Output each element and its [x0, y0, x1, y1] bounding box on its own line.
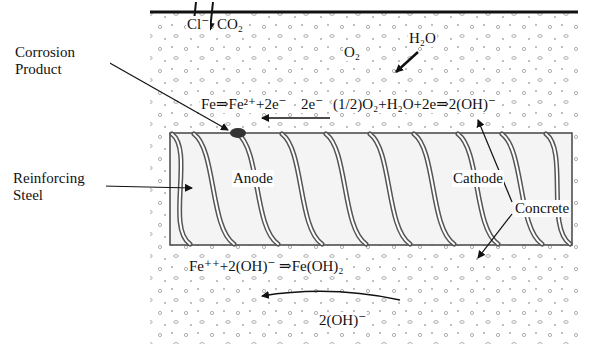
rebar-rib	[326, 134, 366, 244]
rebar-rib	[172, 134, 190, 244]
rebar-rib	[414, 134, 454, 244]
ion-label: Cl⁻	[186, 16, 210, 33]
anode-reaction: Fe⇒Fe²⁺+2e⁻	[200, 96, 288, 113]
part-label: Corrosion Product	[14, 44, 110, 78]
part-label: Concrete	[514, 200, 570, 217]
rebar-ribs	[172, 134, 570, 244]
electron-label: 2e⁻	[300, 96, 324, 113]
rebar-rib	[172, 134, 190, 244]
gas-label: O₂	[343, 44, 361, 61]
hydroxide-label: 2(OH)⁻	[318, 312, 367, 329]
leader-line	[478, 214, 512, 258]
rebar-rib	[282, 134, 322, 244]
hydroxide-flow-arrow	[262, 291, 400, 300]
rebar-rib	[194, 134, 234, 244]
concrete-surface	[150, 11, 578, 14]
water-label: H₂O	[408, 30, 437, 47]
rebar-rib	[326, 134, 366, 244]
region-label: Anode	[232, 170, 274, 187]
concrete-body	[150, 12, 578, 344]
rebar-rib	[370, 134, 410, 244]
rebar-rib	[502, 134, 542, 244]
rebar-body	[170, 133, 572, 245]
rebar-rib	[370, 134, 410, 244]
rebar-rib	[546, 134, 570, 244]
product-reaction: Fe⁺⁺+2(OH)⁻ ⇒Fe(OH)₂	[188, 258, 345, 275]
part-label: Reinforcing Steel	[12, 170, 106, 204]
rebar-rib	[458, 134, 498, 244]
ion-label: CO₂	[216, 16, 244, 33]
rebar-rib	[194, 134, 234, 244]
rebar-rib	[238, 134, 278, 244]
corrosion-product-spot	[230, 128, 246, 138]
electron-flow-arrow	[262, 117, 330, 119]
rebar-rib	[238, 134, 278, 244]
rebar-rib	[546, 134, 570, 244]
leader-line	[478, 120, 512, 202]
leader-line	[102, 186, 192, 188]
rebar-rib	[502, 134, 542, 244]
ingress-arrow	[210, 2, 213, 30]
rebar-rib	[414, 134, 454, 244]
rebar-rib	[458, 134, 498, 244]
water-arrow	[396, 52, 418, 72]
cathode-reaction: (1/2)O₂+H₂O+2e⇒2(OH)⁻	[332, 96, 497, 113]
region-label: Cathode	[452, 170, 504, 187]
rebar-rib	[282, 134, 322, 244]
